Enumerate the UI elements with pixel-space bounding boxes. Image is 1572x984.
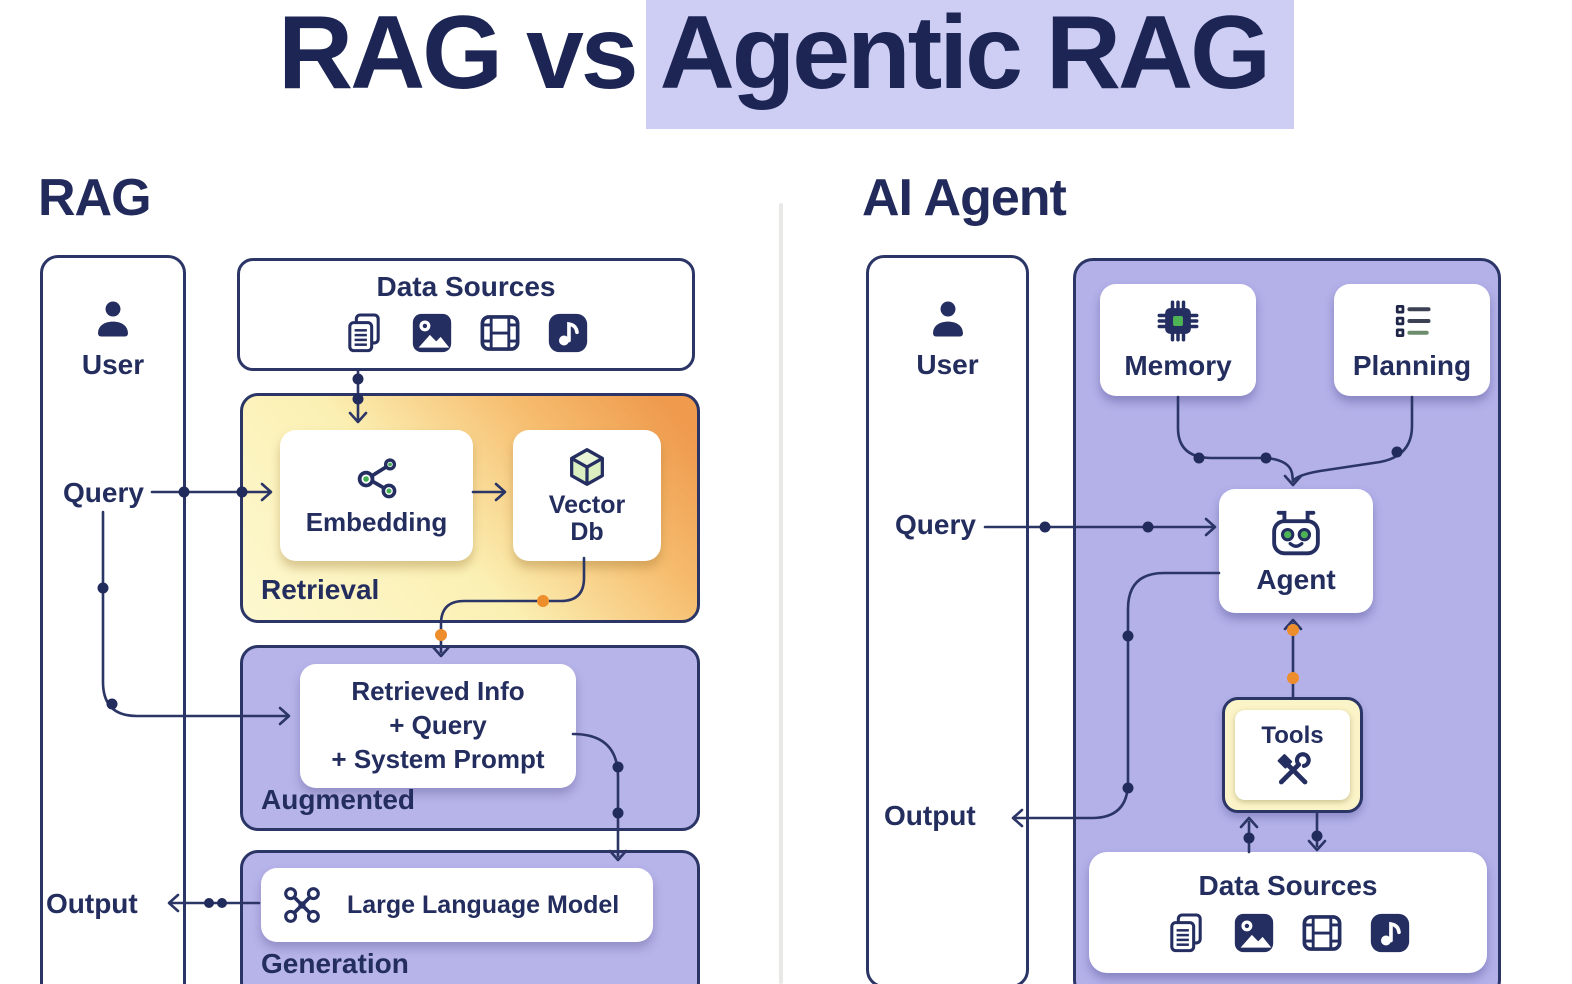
rag-output-label: Output [46,888,138,919]
rag-data-sources-title: Data Sources [376,271,556,302]
hammer-wrench-icon [1277,751,1311,784]
generation-stage-label: Generation [261,948,409,979]
audio-icon [1370,913,1410,952]
planning-card: Planning [1334,284,1490,396]
augmented-stage-label: Augmented [261,784,415,815]
vector-db-label: Vector Db [548,490,626,546]
agent-data-sources-box: Data Sources [1089,852,1487,973]
rag-section-heading: RAG [38,169,152,227]
tools-box: Tools [1222,697,1363,813]
robot-icon [1272,510,1320,555]
cube-icon [570,447,604,486]
chip-icon [1157,300,1199,341]
rag-data-sources-icons [341,310,591,356]
embedding-label: Embedding [305,507,448,537]
vector-db-card: Vector Db [513,430,661,561]
agent-label: Agent [1256,563,1336,595]
title-prefix: RAG vs [277,0,639,111]
retrieved-info-card: Retrieved Info + Query + System Prompt [300,664,576,788]
audio-icon [548,313,588,353]
rag-user-box: User [40,255,186,984]
checklist-icon [1395,304,1431,337]
film-icon [1302,914,1342,951]
embedding-card: Embedding [280,430,473,561]
memory-card: Memory [1100,284,1256,396]
retrieved-info-line: Retrieved Info [351,676,525,707]
generation-stage-box: Large Language Model Generation [240,850,700,984]
llm-label: Large Language Model [347,890,620,919]
retrieval-stage-box: Embedding Vector Db Retrieval [240,393,700,623]
documents-icon [348,313,380,353]
title-highlight: Agentic RAG [645,0,1295,129]
image-icon [412,313,452,353]
agent-card: Agent [1219,489,1373,613]
augmented-stage-box: Retrieved Info + Query + System Prompt A… [240,645,700,831]
retrieved-info-line: + Query [389,710,487,741]
section-divider [779,203,783,984]
user-icon [932,301,963,337]
retrieval-stage-label: Retrieval [261,574,380,605]
ai-agent-section-heading: AI Agent [862,169,1067,227]
film-icon [480,315,520,351]
share-nodes-icon [357,458,396,499]
memory-label: Memory [1124,349,1232,381]
agent-user-label: User [916,349,979,380]
image-icon [1234,913,1274,952]
llm-card: Large Language Model [261,868,653,942]
agent-data-sources-icons [1163,910,1413,956]
agent-data-sources-title: Data Sources [1198,869,1378,901]
agent-user-box: User [866,255,1029,984]
rag-user-label: User [81,349,145,380]
agent-query-label: Query [895,509,976,540]
rag-query-label: Query [63,477,144,508]
network-icon [284,887,320,923]
tools-card: Tools [1235,710,1350,800]
rag-data-sources-box: Data Sources [237,258,695,371]
retrieved-info-line: + System Prompt [331,743,545,774]
tools-label: Tools [1261,721,1324,749]
agent-output-label: Output [884,800,976,831]
planning-label: Planning [1352,349,1472,381]
documents-icon [1170,912,1202,952]
user-icon [98,301,128,337]
